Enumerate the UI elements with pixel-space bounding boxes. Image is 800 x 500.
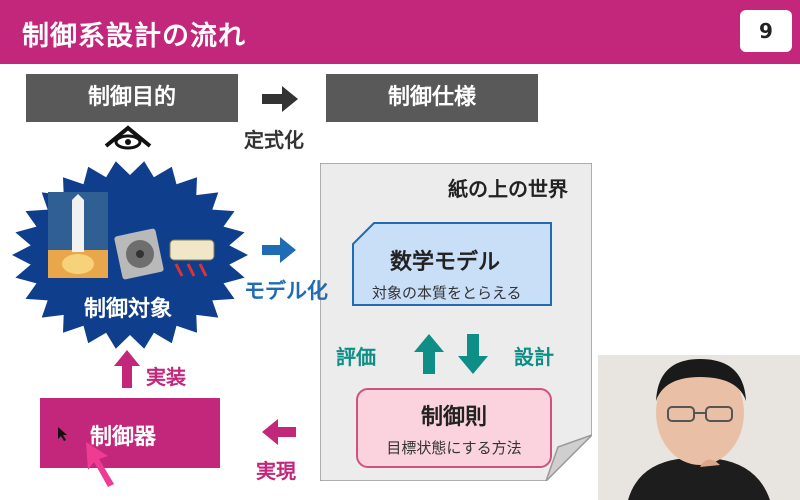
evaluate-label: 評価 bbox=[336, 345, 376, 369]
title-bar: 制御系設計の流れ 9 bbox=[0, 0, 800, 64]
up-arrow-pink-icon bbox=[114, 350, 140, 388]
spec-box: 制御仕様 bbox=[326, 74, 538, 122]
purpose-box: 制御目的 bbox=[26, 74, 238, 122]
math-model-sub: 対象の本質をとらえる bbox=[372, 284, 522, 302]
control-law-box bbox=[356, 388, 552, 468]
control-target-label: 制御対象 bbox=[84, 297, 173, 322]
hard-drive-image bbox=[114, 228, 164, 280]
presenter-avatar bbox=[598, 355, 800, 500]
webcam-overlay bbox=[598, 355, 800, 500]
control-law-sub: 目標状態にする方法 bbox=[386, 439, 522, 457]
left-arrow-pink-icon bbox=[262, 419, 296, 445]
implement-label: 実装 bbox=[146, 365, 186, 389]
air-conditioner-image bbox=[169, 239, 215, 277]
mouse-cursor-icon bbox=[58, 427, 67, 441]
math-model-box bbox=[352, 222, 552, 306]
right-arrow-icon bbox=[262, 86, 298, 112]
paper-world-label: 紙の上の世界 bbox=[448, 177, 568, 201]
down-arrow-icon bbox=[458, 334, 488, 374]
design-label: 設計 bbox=[514, 345, 554, 369]
pointer-arrow-icon bbox=[86, 442, 114, 487]
realize-label: 実現 bbox=[256, 459, 296, 483]
modeling-label: モデル化 bbox=[244, 279, 328, 303]
control-law-label: 制御則 bbox=[420, 405, 487, 430]
slide-title: 制御系設計の流れ bbox=[22, 21, 246, 52]
right-arrow-blue-icon bbox=[262, 237, 296, 263]
formalize-label: 定式化 bbox=[244, 128, 304, 152]
up-arrow-icon bbox=[414, 334, 444, 374]
controller-label: 制御器 bbox=[90, 425, 157, 450]
page-number: 9 bbox=[740, 10, 792, 52]
control-target-burst bbox=[12, 161, 248, 349]
controller-box bbox=[40, 398, 220, 468]
rocket-image bbox=[48, 192, 108, 278]
eye-icon bbox=[104, 125, 152, 150]
math-model-label: 数学モデル bbox=[390, 250, 501, 275]
